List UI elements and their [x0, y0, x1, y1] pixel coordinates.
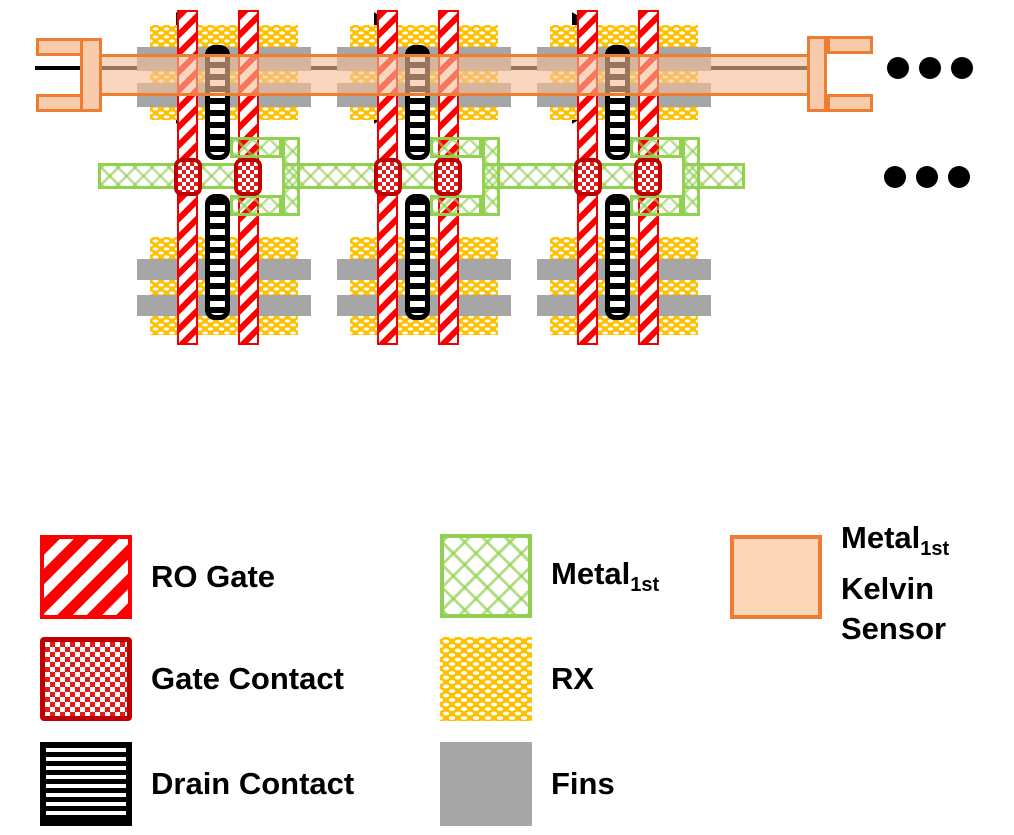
- drain-contact-bottom-c3: [605, 194, 630, 320]
- gate-contact-2-c1: [234, 158, 262, 196]
- legend-item-ro-gate: RO Gate: [40, 535, 275, 619]
- legend-label-drain-contact: Drain Contact: [151, 765, 355, 801]
- ellipsis-dot: [884, 166, 906, 188]
- legend-label-ro-gate: RO Gate: [151, 558, 276, 594]
- ro-gate-swatch: [40, 535, 132, 619]
- gate-contact-1-c1: [174, 158, 202, 196]
- legend-item-rx: RX: [440, 637, 594, 721]
- metal1-via-bar-c3: [682, 137, 700, 216]
- kelvin-sensor-swatch: [730, 535, 822, 619]
- metal1-arm-bottom-c1: [230, 195, 282, 216]
- legend-label-rx: RX: [551, 660, 595, 696]
- gate-contact-2-c3: [634, 158, 662, 196]
- kelvin-right-bar: [807, 36, 827, 112]
- fins-swatch: [440, 742, 532, 826]
- legend-item-drain-contact: Drain Contact: [40, 742, 354, 826]
- gate-contact-1-c3: [574, 158, 602, 196]
- drain-contact-bottom-c1: [205, 194, 230, 320]
- metal1-arm-top-c1: [230, 137, 282, 158]
- metal1-via-bar-c2: [482, 137, 500, 216]
- ellipsis-dot: [951, 57, 973, 79]
- kelvin-left-bar: [80, 38, 102, 112]
- ellipsis-dot: [948, 166, 970, 188]
- kelvin-right-arm-bottom: [827, 94, 873, 112]
- gate-contact-2-c2: [434, 158, 462, 196]
- metal1-arm-top-c3: [630, 137, 682, 158]
- metal1-arm-bottom-c3: [630, 195, 682, 216]
- ellipsis-dot: [919, 57, 941, 79]
- rx-swatch: [440, 637, 532, 721]
- metal-1st-swatch: [440, 534, 532, 618]
- gate-contact-1-c2: [374, 158, 402, 196]
- kelvin-right-arm-top: [827, 36, 873, 54]
- metal1-arm-bottom-c2: [430, 195, 482, 216]
- ellipsis-dot: [887, 57, 909, 79]
- legend-item-gate-contact: Gate Contact: [40, 637, 344, 721]
- kelvin-sensor-band: [102, 54, 807, 96]
- gate-contact-swatch: [40, 637, 132, 721]
- legend-label-fins: Fins: [551, 765, 615, 801]
- legend-label-kelvin-sensor: Metal1st Kelvin Sensor: [841, 520, 950, 646]
- legend-item-fins: Fins: [440, 742, 615, 826]
- metal1-via-bar-c1: [282, 137, 300, 216]
- legend-label-metal-1st: Metal1st: [551, 555, 660, 596]
- ro-layout-region: [0, 0, 1014, 360]
- legend-item-kelvin-sensor: Metal1st Kelvin Sensor: [730, 520, 949, 649]
- legend-item-metal-1st: Metal1st: [440, 534, 659, 618]
- ellipsis-dot: [916, 166, 938, 188]
- drain-contact-swatch: [40, 742, 132, 826]
- metal1-arm-top-c2: [430, 137, 482, 158]
- legend-label-gate-contact: Gate Contact: [151, 660, 344, 696]
- drain-contact-bottom-c2: [405, 194, 430, 320]
